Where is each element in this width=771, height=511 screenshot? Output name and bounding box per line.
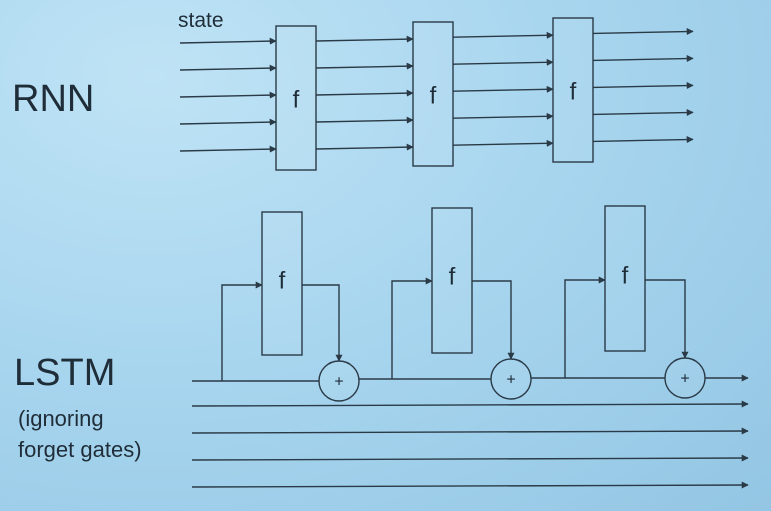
lstm-add-label: +	[680, 371, 689, 388]
lstm-parallel-line	[191, 427, 749, 435]
rnn-state-line	[315, 116, 414, 124]
rnn-state-line	[315, 143, 414, 151]
lstm-parallel-line	[191, 454, 749, 462]
rnn-cell-box	[552, 17, 594, 163]
rnn-input-line	[179, 118, 277, 126]
rnn-output-line	[592, 109, 694, 117]
lstm-add-node	[490, 358, 532, 400]
rnn-input-line	[179, 37, 277, 45]
rnn-input-line	[179, 64, 277, 72]
rnn-state-line	[452, 85, 554, 93]
rnn-cell-box	[275, 25, 317, 171]
rnn-state-line	[315, 62, 414, 70]
rnn-state-line	[452, 139, 554, 147]
lstm-branch-to-f	[391, 277, 433, 379]
lstm-cell-box	[431, 207, 473, 354]
rnn-state-line	[452, 58, 554, 66]
rnn-output-line	[592, 28, 694, 36]
lstm-add-label: +	[506, 372, 515, 389]
rnn-input-line	[179, 91, 277, 99]
rnn-cell-label: f	[430, 83, 437, 110]
rnn-label: RNN	[12, 78, 95, 120]
lstm-label: LSTM	[14, 352, 116, 394]
rnn-state-line	[315, 89, 414, 97]
lstm-parallel-line	[191, 481, 749, 489]
lstm-add-label: +	[334, 374, 343, 391]
rnn-input-line	[179, 145, 277, 153]
lstm-f-to-add	[302, 284, 343, 362]
rnn-state-line	[452, 112, 554, 120]
rnn-state-line	[315, 35, 414, 43]
rnn-output-line	[592, 82, 694, 90]
lstm-cell-box	[604, 205, 646, 352]
rnn-cell-label: f	[293, 87, 300, 114]
lstm-f-to-add	[645, 279, 689, 359]
rnn-cell-label: f	[570, 79, 577, 106]
lstm-parallel-line	[191, 400, 749, 408]
rnn-output-line	[592, 136, 694, 144]
lstm-add-node	[318, 360, 360, 402]
lstm-cell-label: f	[449, 264, 456, 291]
state-label: state	[178, 9, 224, 32]
rnn-state-line	[452, 31, 554, 39]
rnn-output-line	[592, 55, 694, 63]
lstm-f-to-add	[472, 280, 515, 360]
lstm-branch-to-f	[564, 276, 606, 378]
lstm-cell-box	[261, 211, 303, 356]
lstm-branch-to-f	[221, 281, 263, 381]
lstm-subtitle: (ignoring forget gates)	[18, 406, 142, 462]
rnn-cell-box	[412, 21, 454, 167]
lstm-cell-label: f	[279, 268, 286, 295]
lstm-cell-label: f	[622, 263, 629, 290]
